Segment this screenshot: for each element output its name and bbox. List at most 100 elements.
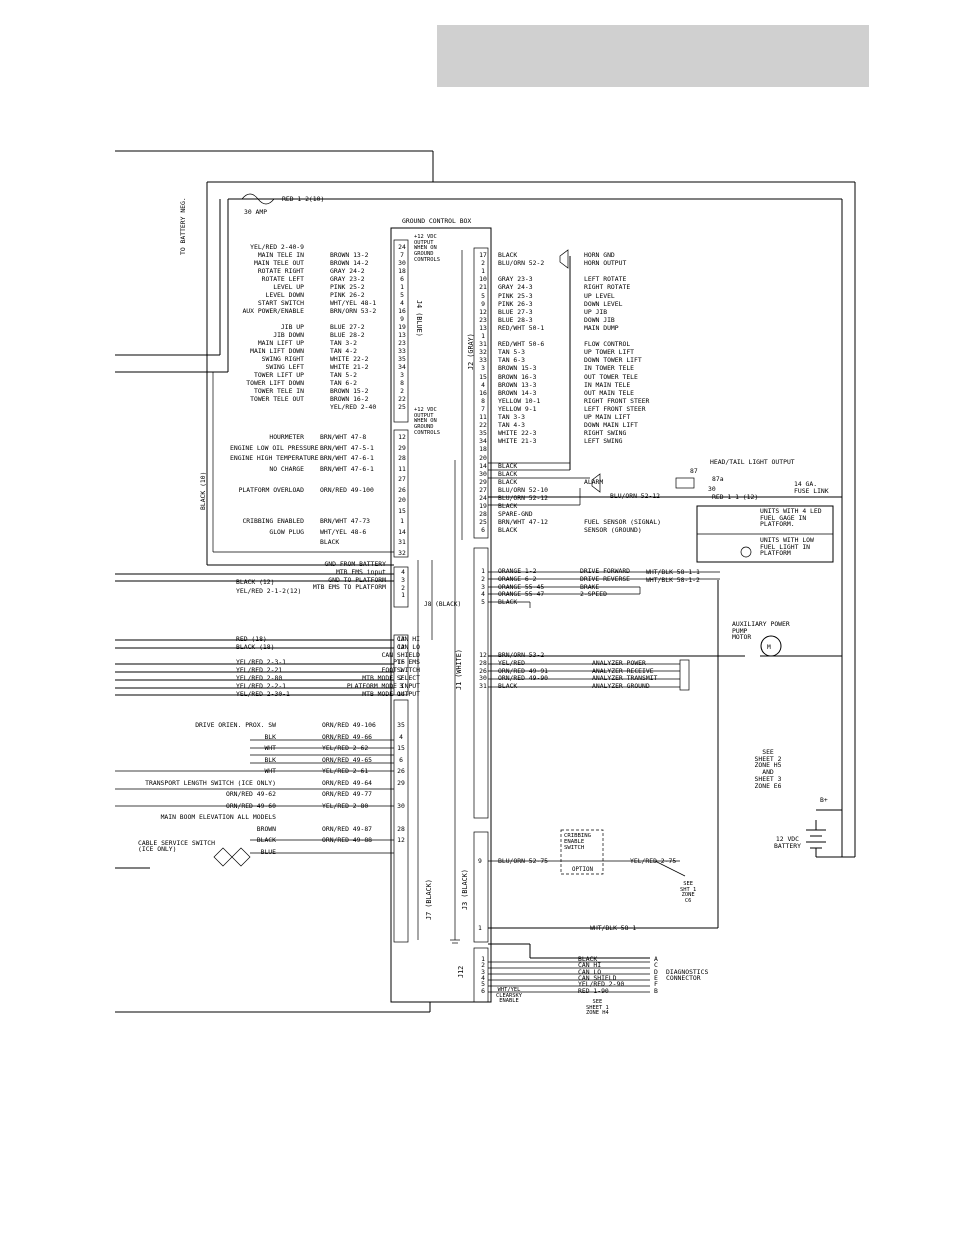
j2-func-cell: UP MAIN LIFT [584, 413, 631, 421]
j1r-pin-cell: 26 [479, 666, 487, 675]
j2-pin-cell: 2 [481, 259, 485, 268]
j4-func-cell: MAIN TELE OUT [253, 259, 304, 267]
j2-pin-cell: 29 [479, 477, 487, 486]
j7-left-cell: BLUE [260, 847, 276, 856]
j4b-pin-cell: 26 [398, 485, 406, 494]
j4-pin-cell: 2 [400, 387, 404, 395]
j4-func-cell: YEL/RED 2-40-9 [250, 243, 304, 251]
j7-left-cell: MAIN BOOM ELEVATION ALL MODELS [160, 813, 276, 821]
j1r-pin-cell: 30 [479, 674, 487, 683]
j4-wire-cell: WHITE 21-2 [330, 363, 369, 371]
j2-func-cell: FUEL SENSOR (SIGNAL) [584, 518, 661, 527]
j2-wire-cell: BLUE 27-3 [498, 307, 533, 316]
j4-func-cell: LEVEL DOWN [265, 291, 304, 299]
j8-left-1: YEL/RED 2-1-2(12) [236, 587, 302, 595]
j7-wire-cell: ORN/RED 49-64 [322, 778, 373, 787]
j4-func-cell: MAIN LIFT DOWN [250, 347, 304, 355]
j2-func-cell: HORN GND [584, 251, 615, 259]
j4-wire-cell: BRN/ORN 53-2 [330, 307, 377, 315]
j12-pin-cell: 2 [481, 961, 485, 970]
j4-wire-cell: YEL/RED 2-40 [330, 403, 377, 411]
j2-func-cell: UP LEVEL [584, 291, 615, 300]
j2-wire-cell: BLACK [498, 477, 518, 486]
j2-func-cell: LEFT FRONT STEER [584, 404, 646, 413]
j2-pin-cell: 1 [481, 332, 485, 340]
j1r-wire-cell: BLACK [498, 682, 518, 691]
j4b-wire-cell: BRN/WHT 47-5-1 [320, 443, 374, 452]
j2-wire-cell: YELLOW 10-1 [498, 396, 541, 405]
j2-wire-cell: BLU/ORN 52-10 [498, 485, 549, 494]
j12-wire-cell: YEL/RED 2-90 [578, 980, 625, 989]
j4-func-cell: TOWER TELE OUT [250, 395, 304, 403]
j4-func-cell: ROTATE LEFT [261, 275, 304, 283]
j3-pin-0: 9 [478, 857, 482, 865]
j12-term-cell: B [654, 986, 658, 995]
box-title: GROUND CONTROL BOX [402, 217, 472, 225]
j12-wire-cell: CAN HI [578, 961, 602, 970]
j2-pin-cell: 21 [479, 283, 487, 292]
j2-pin-cell: 11 [479, 413, 487, 421]
j1l-func-cell: FOOTSWITCH [381, 666, 420, 675]
j12-wire-cell: CAN SHIELD [578, 973, 617, 982]
j1r-func-cell: ANALYZER RECEIVE [592, 666, 654, 675]
head-tail-label: HEAD/TAIL LIGHT OUTPUT [710, 458, 795, 466]
j7-pin-cell: 15 [397, 744, 405, 752]
j4-pin-cell: 30 [398, 259, 406, 267]
j1l-func-cell: PTF EMS [393, 658, 420, 667]
j4b-pin-cell: 1 [400, 517, 404, 525]
header-box [437, 25, 869, 87]
j12-pin-cell: 1 [481, 955, 485, 963]
j2-wire-cell: TAN 4-3 [498, 421, 525, 430]
j7-left-cell: BLACK [256, 836, 276, 844]
j1-label: J1 (WHITE) [455, 649, 463, 690]
cable-switch: CABLE SERVICE SWITCH (ICE ONLY) [138, 839, 215, 854]
j1r-func-cell: ANALYZER TRANSMIT [592, 674, 658, 683]
j2-func-cell: LEFT ROTATE [584, 275, 627, 284]
j7-pin-cell: 29 [397, 778, 405, 787]
j6-right-1: WHT/BLK 58-1-2 [646, 576, 700, 584]
j7-wire-cell: ORN/RED 49-66 [322, 732, 373, 741]
j8-func-cell: MTB EMS TO PLATFORM [312, 583, 386, 592]
j7-pin-cell: 12 [397, 836, 405, 844]
j4b-func-cell: ENGINE LOW OIL PRESSURE [230, 443, 319, 452]
j4-func-cell: AUX POWER/ENABLE [242, 307, 304, 315]
j4-label: J4 (BLUE) [415, 300, 423, 337]
j2-func-cell: DOWN LEVEL [584, 299, 623, 308]
j4-wire-cell: BROWN 13-2 [330, 251, 369, 259]
j6-wire-cell: BLACK [498, 598, 518, 607]
j4-pin-cell: 24 [398, 243, 406, 251]
j6-pin-cell: 1 [481, 567, 485, 575]
j6-right-0: WHT/BLK 58-1-1 [646, 568, 700, 576]
j1r-pin-cell: 12 [479, 651, 487, 659]
j7-pin-cell: 4 [399, 732, 403, 741]
j2-func-cell: RIGHT SWING [584, 429, 627, 438]
j4-wire-cell: TAN 5-2 [330, 371, 357, 379]
j7-left-cell: ORN/RED 49-62 [225, 790, 276, 798]
j6-wire-cell: ORANGE 55-47 [498, 590, 545, 599]
j4-pin-cell: 22 [398, 395, 406, 403]
j2-pin-cell: 10 [479, 275, 487, 284]
j12-term-cell: D [654, 967, 658, 976]
j4-pin-cell: 19 [398, 323, 406, 331]
j4-wire-cell: BROWN 16-2 [330, 395, 369, 403]
j1l-func-cell: PLATFORM MODE INPUT [346, 681, 420, 690]
j4b-pin-cell: 15 [398, 506, 406, 515]
j2-wire-cell: PINK 25-3 [498, 291, 533, 300]
bln-wire: BLU/ORN 52-12 [610, 492, 661, 500]
j7-left-cell: ORN/RED 49-60 [225, 801, 276, 810]
j4-func-cell: SWING RIGHT [261, 355, 304, 363]
j4-wire-cell: PINK 26-2 [330, 291, 365, 299]
j4-pin-cell: 9 [400, 315, 404, 323]
j1l-wire-cell: YEL/RED 2-3-1 [236, 658, 287, 667]
j7-left-cell: WHT [264, 744, 276, 752]
j1l-func-cell: CAN SHIELD [381, 650, 420, 659]
j7-pin-cell: 30 [397, 801, 405, 810]
j1l-wire-cell: YEL/RED 2-2-1 [236, 681, 287, 690]
